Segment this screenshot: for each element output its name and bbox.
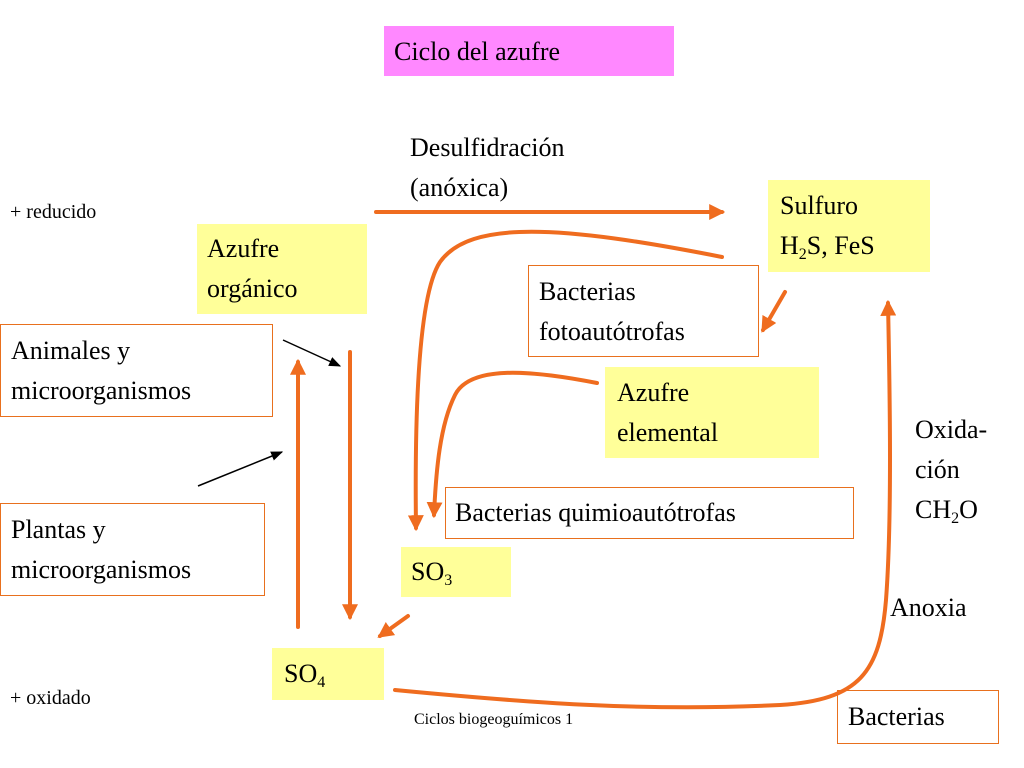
arrow-so3-to-so4 — [377, 614, 410, 638]
label-anoxia: Anoxia — [890, 593, 967, 622]
actor-bacterias-fotoautotrofas: Bacterias fotoautótrofas — [528, 265, 759, 357]
arrow-so4-to-sulfuro — [393, 299, 897, 710]
node-so4: SO4 — [272, 648, 384, 700]
actor-animales: Animales y microorganismos — [0, 324, 273, 417]
node-azufre-organico: Azufre orgánico — [197, 224, 367, 314]
actor-bacterias-quimioautotrofas: Bacterias quimioautótrofas — [445, 487, 854, 539]
node-so3: SO3 — [401, 547, 511, 597]
arrow-sulfuro-to-fotoautotrofas — [761, 290, 787, 333]
label-oxidado: + oxidado — [10, 687, 91, 709]
arrow-elemental-to-so3 — [426, 370, 599, 519]
actor-plantas: Plantas y microorganismos — [0, 503, 265, 596]
sulfuro-formula: H2S, FeS — [780, 231, 875, 263]
footer-text: Ciclos biogeoguímicos 1 — [414, 711, 574, 728]
node-sulfuro: Sulfuro H2S, FeS — [768, 180, 930, 272]
diagram-title: Ciclo del azufre — [384, 26, 674, 76]
node-azufre-elemental: Azufre elemental — [605, 367, 819, 458]
actor-bacterias: Bacterias — [837, 690, 999, 744]
label-oxidacion: Oxida- ción CH2O — [915, 415, 988, 527]
label-desulfidracion: Desulfidración (anóxica) — [410, 133, 565, 202]
arrow-plantas-to-so4 — [197, 451, 284, 487]
label-reducido: + reducido — [10, 201, 97, 223]
arrow-sulfuro-to-so3 — [407, 229, 724, 532]
arrow-animales-to-organico — [282, 339, 342, 367]
